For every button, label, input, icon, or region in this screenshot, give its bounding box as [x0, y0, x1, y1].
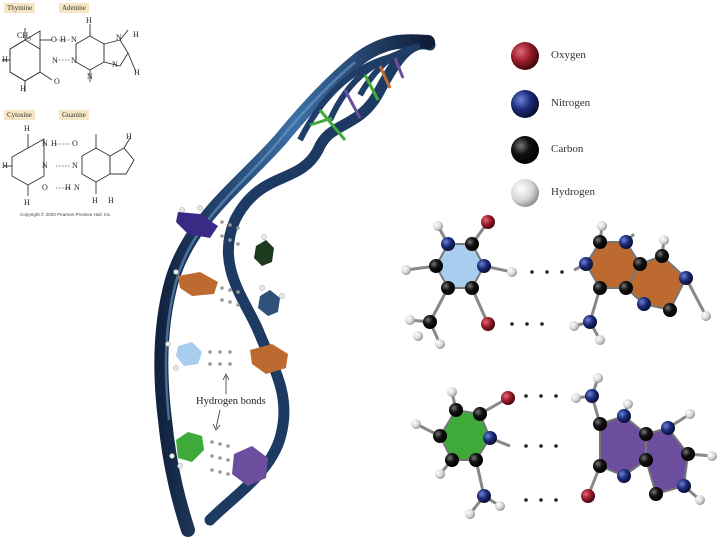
- base-guanine-bottom: [232, 446, 268, 486]
- legend-nitrogen-label: Nitrogen: [551, 97, 591, 109]
- base-cytosine-bottom: [176, 432, 204, 462]
- adenine-h-right: H: [133, 30, 139, 39]
- adenine-n1: N: [71, 35, 77, 44]
- copyright-note: Copyright © 2003 Pearson Prentice Hall, …: [20, 212, 112, 217]
- hydrogen-sphere: [511, 179, 539, 207]
- cytosine-h-bottom: H: [24, 198, 30, 207]
- cytosine-label: Cytosine: [4, 110, 35, 120]
- thymine-adenine-pair: [401, 215, 711, 349]
- guanine-o: O: [72, 139, 78, 148]
- adenine-n2: N: [71, 56, 77, 65]
- guanine-n: N: [72, 161, 78, 170]
- cytosine-guanine-pair: [411, 373, 717, 519]
- guanine-h-b2: H: [108, 196, 114, 205]
- helix-hydrogen-bond-dots: [208, 220, 240, 476]
- hydrogen-bonds-label: Hydrogen bonds: [196, 396, 266, 407]
- ta-hydrogen-bond-dots: [510, 270, 564, 326]
- thymine-h-bottom: H: [20, 84, 26, 93]
- cytosine-n-mid: N: [42, 161, 48, 170]
- thymine-o-top: O: [51, 35, 57, 44]
- guanine-n-bottom: N: [74, 183, 80, 192]
- guanine-h-right: H: [126, 132, 132, 141]
- base-adenine-upper: [176, 212, 218, 238]
- cg-atoms: [411, 373, 717, 519]
- thymine-o-bottom: O: [54, 77, 60, 86]
- carbon-sphere: [511, 136, 539, 164]
- hydrogen-bond-arrows: [212, 373, 230, 431]
- legend-carbon-label: Carbon: [551, 143, 584, 155]
- base-thymine-lower: [176, 342, 202, 366]
- guanine-h-bottom: H: [92, 196, 98, 205]
- ta-atoms: [401, 215, 711, 349]
- adenine-n4: N: [116, 33, 122, 42]
- base-adenine-mid: [178, 272, 218, 296]
- cytosine-n-top: N: [42, 139, 48, 148]
- cytosine-o: O: [42, 183, 48, 192]
- legend-hydrogen-label: Hydrogen: [551, 186, 595, 198]
- adenine-n5: N: [112, 60, 118, 69]
- cytosine-h-bond: H: [51, 139, 57, 148]
- adenine-h-top: H: [86, 16, 92, 25]
- adenine-five-ring: [103, 39, 129, 67]
- thymine-ring-model: [434, 243, 486, 289]
- nitrogen-sphere: [511, 90, 539, 118]
- base-thymine-mid: [258, 290, 280, 316]
- cytosine-h-left: H: [2, 161, 8, 170]
- guanine-label: Guanine: [59, 110, 89, 120]
- guanine-h-bond: H: [65, 183, 71, 192]
- base-cytosine-upper: [254, 240, 274, 266]
- thymine-h-bond: H: [60, 35, 66, 44]
- thymine-methyl: CH3: [17, 31, 32, 43]
- adenine-h-bottom: H: [134, 68, 140, 77]
- base-adenine-lower: [250, 344, 288, 374]
- thymine-h-left: H: [2, 55, 8, 64]
- legend-oxygen-label: Oxygen: [551, 49, 586, 61]
- thymine-label: Thymine: [4, 3, 36, 13]
- thymine-n: N: [52, 56, 58, 65]
- adenine-label: Adenine: [59, 3, 89, 13]
- adenine-n3: N: [87, 72, 93, 81]
- back-backbone-strand: [204, 38, 436, 526]
- oxygen-sphere: [511, 42, 539, 70]
- cytosine-h-top: H: [24, 124, 30, 133]
- backbone-highlight: [164, 61, 356, 421]
- guanine-five-ring: [109, 147, 135, 175]
- cg-hydrogen-bond-dots: [524, 394, 558, 502]
